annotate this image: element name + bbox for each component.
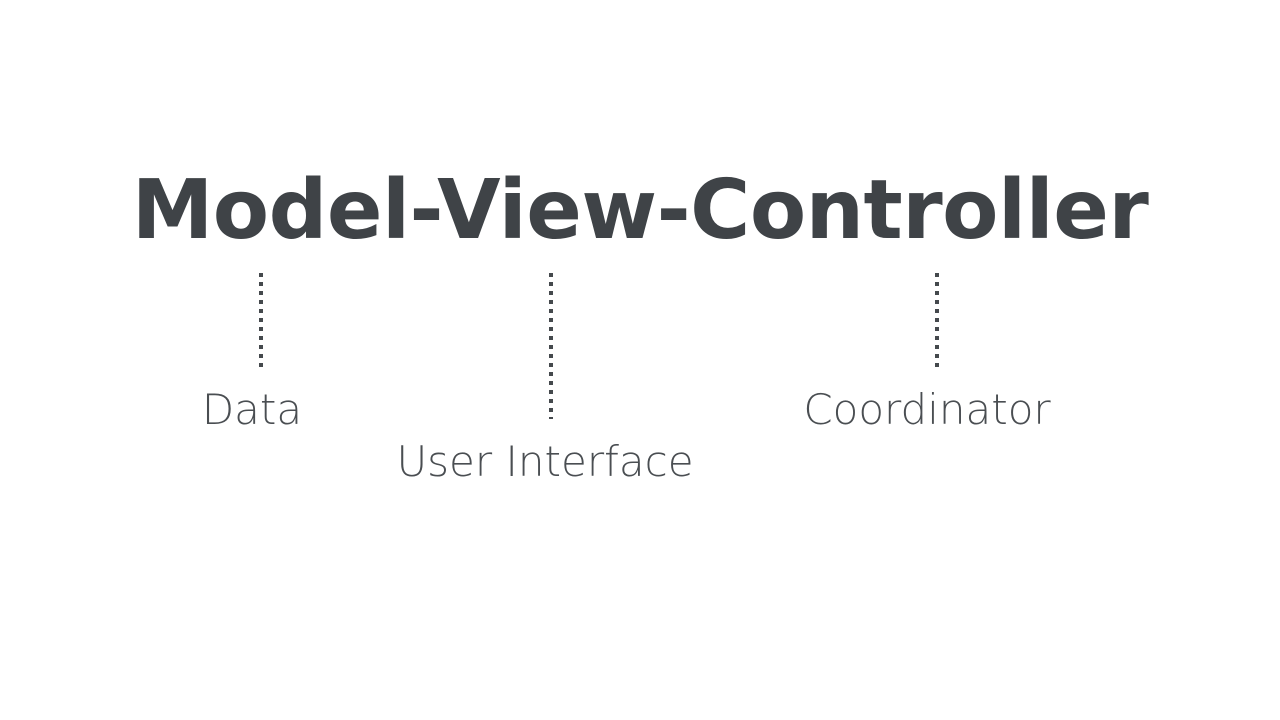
leader-line-view	[549, 273, 553, 419]
label-controller-coordinator: Coordinator	[803, 385, 1051, 434]
leader-line-controller	[935, 273, 939, 367]
leader-line-model	[259, 273, 263, 367]
page-title: Model-View-Controller	[131, 163, 1149, 258]
label-model-data: Data	[201, 385, 303, 434]
label-view-user-interface: User Interface	[396, 437, 694, 486]
